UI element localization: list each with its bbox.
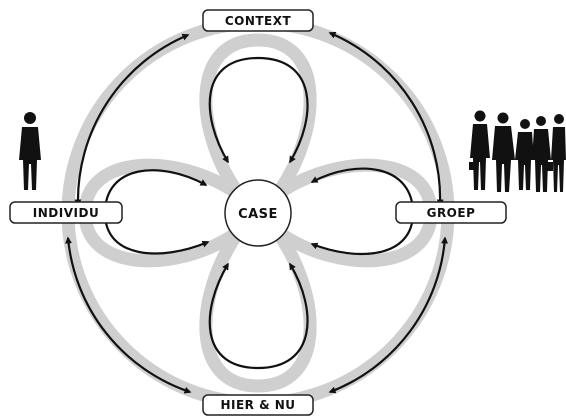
individu-label: INDIVIDU xyxy=(33,206,99,220)
person-silhouette-icon xyxy=(19,112,41,190)
groep-box xyxy=(395,201,507,224)
case-node: CASE xyxy=(224,179,292,247)
case-label: CASE xyxy=(238,207,278,222)
petal-band-top xyxy=(199,33,317,197)
context-label: CONTEXT xyxy=(225,14,292,28)
outer-arrows xyxy=(65,31,449,394)
individu-box xyxy=(9,201,123,224)
outer-arrow-top-left xyxy=(74,33,190,207)
outer-arrow-top-right xyxy=(328,31,444,207)
node-individu: INDIVIDU xyxy=(9,201,123,224)
petal-arrow-bottom xyxy=(208,262,309,370)
hier-en-nu-label: HIER & NU xyxy=(220,398,295,412)
node-groep: GROEP xyxy=(395,201,507,224)
hier-en-nu-box xyxy=(202,394,314,416)
groep-label: GROEP xyxy=(427,206,476,220)
node-context: CONTEXT xyxy=(202,9,314,32)
outer-arrow-bottom-left xyxy=(65,236,192,394)
petal-band-bottom xyxy=(199,229,317,393)
context-box xyxy=(202,9,314,32)
outer-arrow-bottom-right xyxy=(328,236,449,394)
group-silhouette-icon xyxy=(469,110,566,192)
case-circle xyxy=(224,179,292,247)
petal-arrow-top xyxy=(208,56,309,164)
node-hier-en-nu: HIER & NU xyxy=(202,394,314,416)
